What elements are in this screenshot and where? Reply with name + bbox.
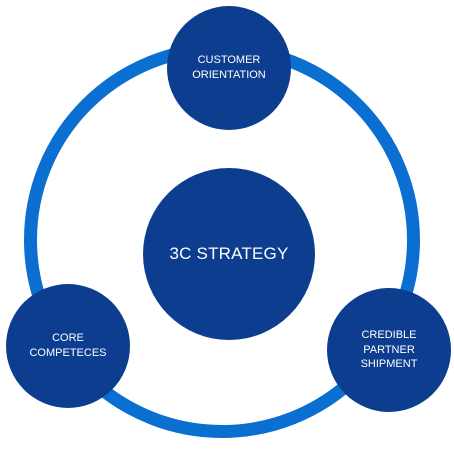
center-circle: 3C STRATEGY xyxy=(143,168,315,340)
customer-orientation-circle: CUSTOMER ORIENTATION xyxy=(167,6,291,130)
center-label: 3C STRATEGY xyxy=(169,243,289,263)
core-competences-circle: CORE COMPETECES xyxy=(6,284,130,408)
credible-partner-shipment-label: CREDIBLE PARTNER SHIPMENT xyxy=(360,328,418,371)
customer-orientation-label: CUSTOMER ORIENTATION xyxy=(192,54,266,81)
core-competences-label: CORE COMPETECES xyxy=(29,332,107,359)
credible-partner-shipment-circle: CREDIBLE PARTNER SHIPMENT xyxy=(327,288,451,412)
